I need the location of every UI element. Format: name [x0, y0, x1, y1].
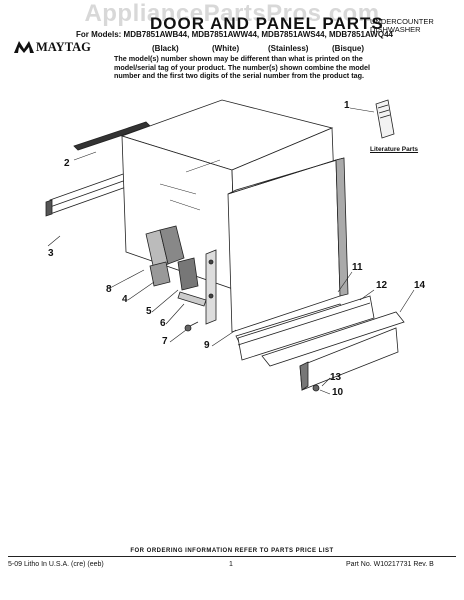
ordering-info: FOR ORDERING INFORMATION REFER TO PARTS …	[130, 548, 334, 554]
outer-door-panel	[227, 157, 349, 333]
callout-9: 9	[204, 340, 210, 351]
maytag-logo-icon	[14, 41, 34, 53]
callout-4: 4	[122, 294, 128, 305]
callout-1: 1	[344, 100, 350, 111]
hinge-latch-part	[205, 249, 217, 325]
screw	[184, 321, 199, 332]
latch-bracket	[177, 291, 207, 307]
screw-10	[312, 384, 320, 392]
part-number: Part No. W10217731 Rev. B	[346, 561, 434, 568]
callout-5: 5	[146, 306, 152, 317]
model-note: The model(s) number shown may be differe…	[114, 54, 370, 81]
brand-logo: MAYTAG	[36, 40, 91, 54]
variant-bisque: (Bisque)	[332, 44, 364, 53]
insulation-block	[145, 225, 185, 271]
callout-2: 2	[64, 158, 70, 169]
callout-3: 3	[48, 248, 54, 259]
access-panel	[261, 311, 405, 391]
page-number: 1	[229, 561, 233, 568]
pad-part-4	[149, 261, 171, 287]
product-category: UNDERCOUNTER DISHWASHER	[370, 17, 434, 34]
callout-13: 13	[330, 372, 342, 383]
watermark: AppliancePartsPros.com	[84, 0, 380, 27]
models-line: For Models: MDB7851AWB44, MDB7851AWW44, …	[76, 30, 393, 39]
page-title: DOOR AND PANEL PARTS	[150, 14, 384, 33]
literature-parts-booklet	[375, 99, 395, 139]
literature-parts-label: Literature Parts	[370, 146, 419, 153]
callout-11: 11	[352, 262, 363, 273]
litho-text: 5-09 Litho In U.S.A. (cre) (eeb)	[8, 561, 104, 568]
footer-divider	[8, 556, 456, 557]
callout-12: 12	[376, 280, 388, 291]
callout-6: 6	[160, 318, 166, 329]
variant-stainless: (Stainless)	[268, 44, 309, 53]
side-bracket	[45, 167, 141, 217]
variant-black: (Black)	[152, 44, 179, 53]
toe-panel	[237, 295, 375, 361]
callout-14: 14	[414, 280, 426, 291]
pad-part-5	[177, 257, 199, 291]
callout-10: 10	[332, 387, 344, 398]
callout-8: 8	[106, 284, 112, 295]
callout-7: 7	[162, 336, 168, 347]
variant-white: (White)	[212, 44, 240, 53]
